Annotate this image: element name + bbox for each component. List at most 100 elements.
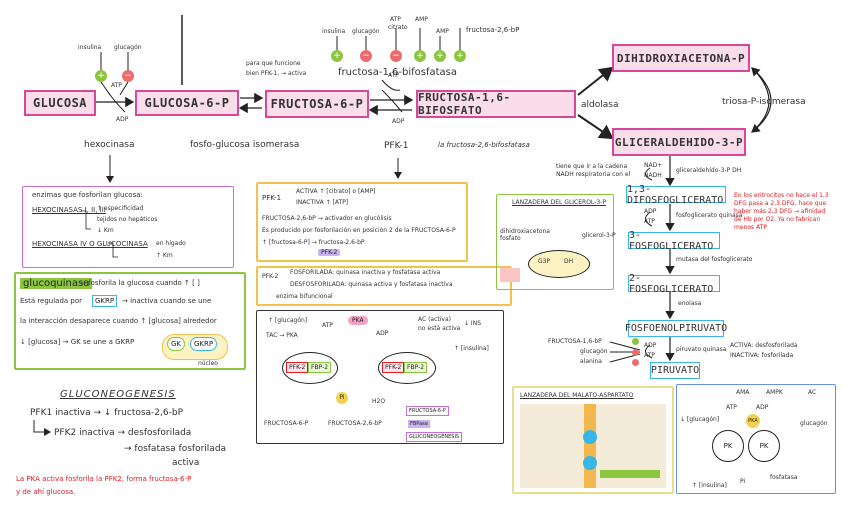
glucoquinasa-title: glucoquinasa <box>20 278 93 289</box>
pfk2-right-tag: PFK-2 <box>382 362 405 373</box>
enzyme-right-circle <box>378 352 436 384</box>
mito-membrane <box>584 404 596 488</box>
transporter-icon <box>583 430 597 444</box>
f26bp-note: la fructosa-2,6-bifosfatasa <box>438 141 530 149</box>
hexocinasa-label: hexocinasa <box>84 140 135 150</box>
g3p-note1: tiene que ir a la cadena <box>556 163 628 170</box>
fbpasa-reg-atp: ATP <box>390 16 401 23</box>
bp-f26: FRUCTOSA-2,6-bP <box>328 420 382 427</box>
glycerol-membrane <box>528 250 590 278</box>
pk-glucagon: glucagón <box>800 420 828 427</box>
pk-atp: ATP <box>726 404 737 411</box>
gng-l2: PFK2 inactiva → desfosforilada <box>54 428 192 438</box>
fructosa-6-p-box: FRUCTOSA-6-P <box>265 90 369 118</box>
enzyme-left-circle <box>282 352 338 384</box>
fbpasa-reg-glucagon: glucagón <box>352 28 380 35</box>
pk-ampk: AMPK <box>766 389 783 396</box>
pk-pi: Pi <box>740 478 746 485</box>
pk-ama: AMA <box>736 389 750 396</box>
bp-insulina: ↑ [insulina] <box>454 345 489 352</box>
gng-l4: activa <box>172 458 200 468</box>
glucagon-label: glucagón <box>114 44 142 51</box>
glycerol-right: glicerol-3-P <box>582 232 616 239</box>
fbp2-right-tag: FBP-2 <box>404 362 428 373</box>
fbpasa-note2: bien PFK-1, → activa <box>246 70 307 77</box>
glucoquinasa-panel <box>14 272 246 370</box>
hexo-h1: HEXOCINASAS I, II, III <box>32 206 106 214</box>
pfk-inactiva: INACTIVA ↑ [ATP] <box>296 199 349 206</box>
nadh-label: NADH <box>644 172 662 179</box>
bp-tac: TAC → PKA <box>266 332 298 339</box>
pk-inhibitor-alanina: alanina <box>580 358 602 365</box>
g3pdh-label: gliceraldehído-3-P DH <box>676 167 742 174</box>
plus-icon <box>632 338 639 345</box>
bp-f6p: FRUCTOSA-6-P <box>264 420 309 427</box>
glycerol-g: G3P <box>538 258 551 265</box>
pk-adp: ADP <box>756 404 769 411</box>
bp-fcr: FRUCTOSA-6-P <box>406 406 449 416</box>
adp-label: ADP <box>644 208 657 215</box>
pka-regulation-panel <box>256 310 504 444</box>
g3p-note2: NADH respiratoria con el <box>556 171 631 178</box>
atp-label: ATP <box>644 352 655 359</box>
fbpasa-reg-amp: AMP <box>415 16 428 23</box>
plus-icon: + <box>414 50 426 62</box>
bpg13-box: 1,3-DIFOSFOGLICERATO <box>626 184 726 206</box>
hexo-h2b: ↑ Km <box>156 252 173 259</box>
pg2-box: 2-FOSFOGLICERATO <box>628 273 720 295</box>
glycerol-title: LANZADERA DEL GLICEROL-3-P <box>512 199 606 206</box>
plus-icon: + <box>454 50 466 62</box>
adp-label: ADP <box>644 342 657 349</box>
adp-label: ADP <box>392 118 405 125</box>
pk-insulina: ↑ [insulina] <box>692 482 727 489</box>
bp-ac2: no está activa <box>418 325 461 332</box>
pk-fosfatasa: fosfatasa <box>770 474 798 481</box>
gliceraldehido-3-p-box: GLICERALDEHIDO-3-P <box>612 128 746 156</box>
pk-circle-left: PK <box>712 430 744 462</box>
pk-inhibitor-glucagon: glucagón <box>580 348 608 355</box>
pk-circle-right: PK <box>748 430 780 462</box>
transporter-icon <box>583 456 597 470</box>
fbpasa-note1: para que funcione <box>246 60 301 67</box>
fbpasa-reg-citrato: citrato <box>388 24 408 31</box>
dihidroxiacetona-p-box: DIHIDROXIACETONA-P <box>612 44 750 72</box>
eritrocitos-note: En los eritrocitos no hace el 1,3 DFG pa… <box>734 192 829 231</box>
fbpasa-label: fructosa-1,6-bifosfatasa <box>338 67 457 78</box>
malato-bar <box>600 470 660 478</box>
bp-ac: AC (activa) <box>418 316 451 323</box>
atp-label: ATP <box>644 218 655 225</box>
bp-h2o: H2O <box>372 398 386 405</box>
pk-activator: FRUCTOSA-1,6-bP <box>548 338 602 345</box>
atp-label: ATP <box>111 82 122 89</box>
gluco-l3: la interacción desaparece cuando ↑ [gluc… <box>20 317 217 325</box>
gluco-l2b: → inactiva cuando se une <box>122 297 212 305</box>
adp-label: ADP <box>116 116 129 123</box>
minus-icon: − <box>360 50 372 62</box>
pk-activa: ACTIVA: desfosforilada <box>730 342 798 349</box>
pka-tag: PKA <box>348 316 368 325</box>
bp-glucagon: ↑ [glucagón] <box>268 317 308 324</box>
pfk-l4: Es producido por fosforilación en posici… <box>262 227 456 234</box>
malato-title: LANZADERA DEL MALATO-ASPARTATO <box>520 392 634 399</box>
minus-icon: − <box>122 70 134 82</box>
f26bp-reg: fructosa-2,6-bP <box>466 26 520 34</box>
fosfoglucosa-label: fosfo-glucosa isomerasa <box>190 140 300 150</box>
gng-red2: y de ahí glucosa. <box>16 488 76 496</box>
hexo-h1c: ↓ Km <box>97 227 114 234</box>
pep-box: FOSFOENOLPIRUVATO <box>625 320 727 337</box>
pi-circle: Pi <box>336 392 348 404</box>
pk-glucagon-left: ↓ [glucagón] <box>680 416 720 423</box>
pfk-l5: ↑ [fructosa-6-P] → fructosa-2,6-bP <box>262 239 365 246</box>
fbpasa-reg-amp2: AMP <box>436 28 449 35</box>
pg3-box: 3-FOSFOGLICERATO <box>628 230 720 252</box>
pfk2-l2: DESFOSFORILADA: quinasa activa y fosfata… <box>290 281 453 288</box>
hexocinasa-panel <box>22 186 234 268</box>
pgk-label: fosfoglicerato quinasa <box>676 212 743 219</box>
bp-fbpasa: FBPasa <box>408 420 430 428</box>
gkrp-tag: GKRP <box>92 295 118 307</box>
gluco-l1: → fosforila la glucosa cuando ↑ [ ] <box>80 279 200 287</box>
hexo-h2: HEXOCINASA IV O GLUCOCINASA <box>32 240 148 248</box>
pfk-activa: ACTIVA ↑ [citrato] o [AMP] <box>296 188 376 195</box>
glucosa-6-p-box: GLUCOSA-6-P <box>135 90 239 116</box>
glycerol-left: dihidroxiacetona fosfato <box>500 228 550 242</box>
